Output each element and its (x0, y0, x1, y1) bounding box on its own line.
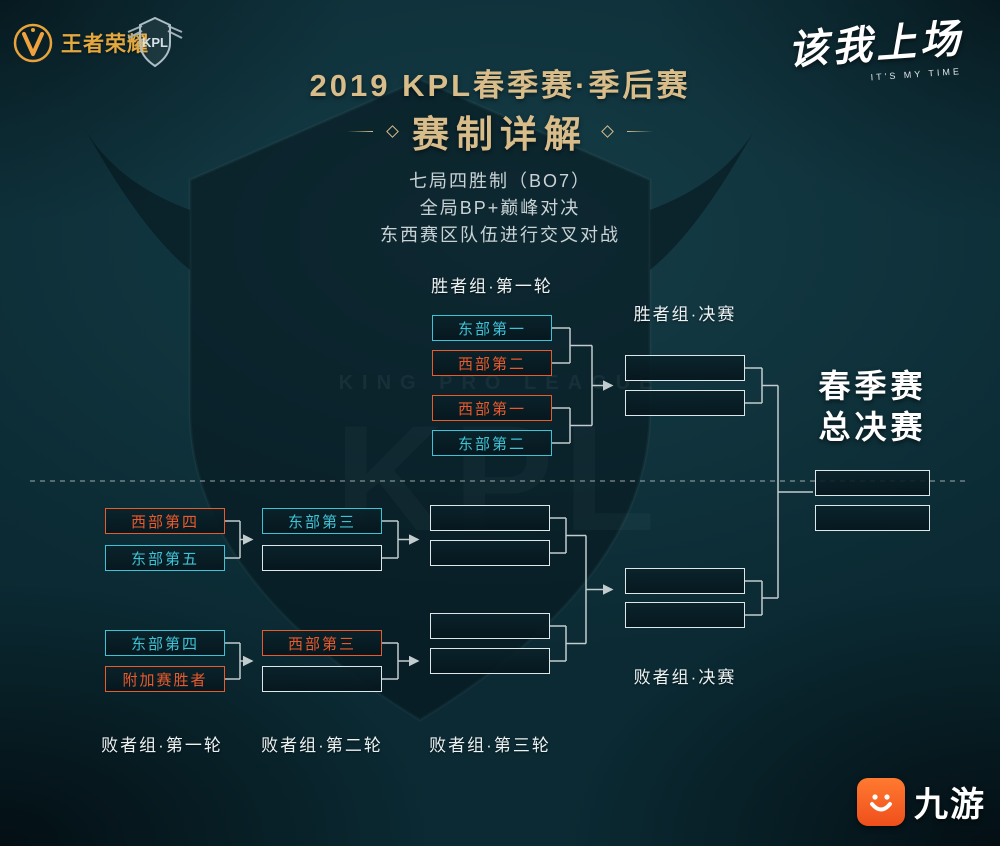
label-losers-round2: 败者组·第二轮 (261, 736, 383, 755)
slot-losers-r2-2 (262, 666, 382, 692)
page-subtitle: 赛制详解 (412, 114, 588, 155)
kpl-logo-text: KPL (142, 35, 168, 50)
honor-of-kings-logo-text: 王者荣耀 (61, 33, 149, 56)
rule-line: 东西赛区队伍进行交叉对战 (380, 225, 620, 245)
slot-winners-final-2 (625, 390, 745, 416)
format-rules: 七局四胜制（BO7） 全局BP+巅峰对决 东西赛区队伍进行交叉对战 (0, 168, 1000, 249)
slot-winners-final-1 (625, 355, 745, 381)
slot-losers-r3-4 (430, 648, 550, 674)
kpl-shield-icon: KPL (127, 16, 183, 68)
grand-final-title: 春季赛 总决赛 (800, 366, 945, 448)
rule-line: 全局BP+巅峰对决 (419, 198, 581, 218)
grand-final-title-line2: 总决赛 (818, 409, 927, 445)
ornament-line (627, 130, 653, 132)
slot-losers-final-2 (625, 602, 745, 628)
nine-game-smiley-icon (857, 777, 905, 826)
team-box-east-4: 东部第四 (105, 630, 225, 656)
slot-losers-r3-3 (430, 613, 550, 639)
team-box-east-5: 东部第五 (105, 545, 225, 571)
grand-final-title-line1: 春季赛 (818, 368, 927, 404)
label-winners-round1: 胜者组·第一轮 (431, 277, 553, 296)
honor-of-kings-emblem-icon (13, 23, 53, 63)
team-box-east-3: 东部第三 (262, 508, 382, 534)
team-box-west-3: 西部第三 (262, 630, 382, 656)
label-losers-round1: 败者组·第一轮 (101, 736, 223, 755)
label-winners-final: 胜者组·决赛 (633, 305, 737, 324)
team-box-west-4: 西部第四 (105, 508, 225, 534)
slot-losers-r3-2 (430, 540, 550, 566)
team-box-east-1: 东部第一 (432, 315, 552, 341)
ornament-line (347, 130, 373, 132)
label-losers-round3: 败者组·第三轮 (429, 736, 551, 755)
slot-losers-r3-1 (430, 505, 550, 531)
team-box-east-2: 东部第二 (432, 430, 552, 456)
team-box-west-1: 西部第一 (432, 395, 552, 421)
slot-grand-final-2 (815, 505, 930, 531)
label-losers-final: 败者组·决赛 (633, 668, 737, 687)
team-box-west-2: 西部第二 (432, 350, 552, 376)
slot-grand-final-1 (815, 470, 930, 496)
rule-line: 七局四胜制（BO7） (408, 171, 592, 191)
nine-game-logo[interactable]: 九游 (857, 777, 986, 826)
honor-of-kings-logo: 王者荣耀 (12, 22, 149, 64)
slot-losers-r2-1 (262, 545, 382, 571)
watermark-league-text: KING PRO LEAGUE (338, 372, 662, 394)
kpl-logo: KPL (124, 14, 186, 75)
team-box-playin-winner: 附加赛胜者 (105, 666, 225, 692)
page-subtitle-row: 赛制详解 (0, 104, 1000, 158)
slot-losers-final-1 (625, 568, 745, 594)
page-title: 2019 KPL春季赛·季后赛 (309, 68, 691, 103)
nine-game-logo-text: 九游 (914, 786, 986, 824)
